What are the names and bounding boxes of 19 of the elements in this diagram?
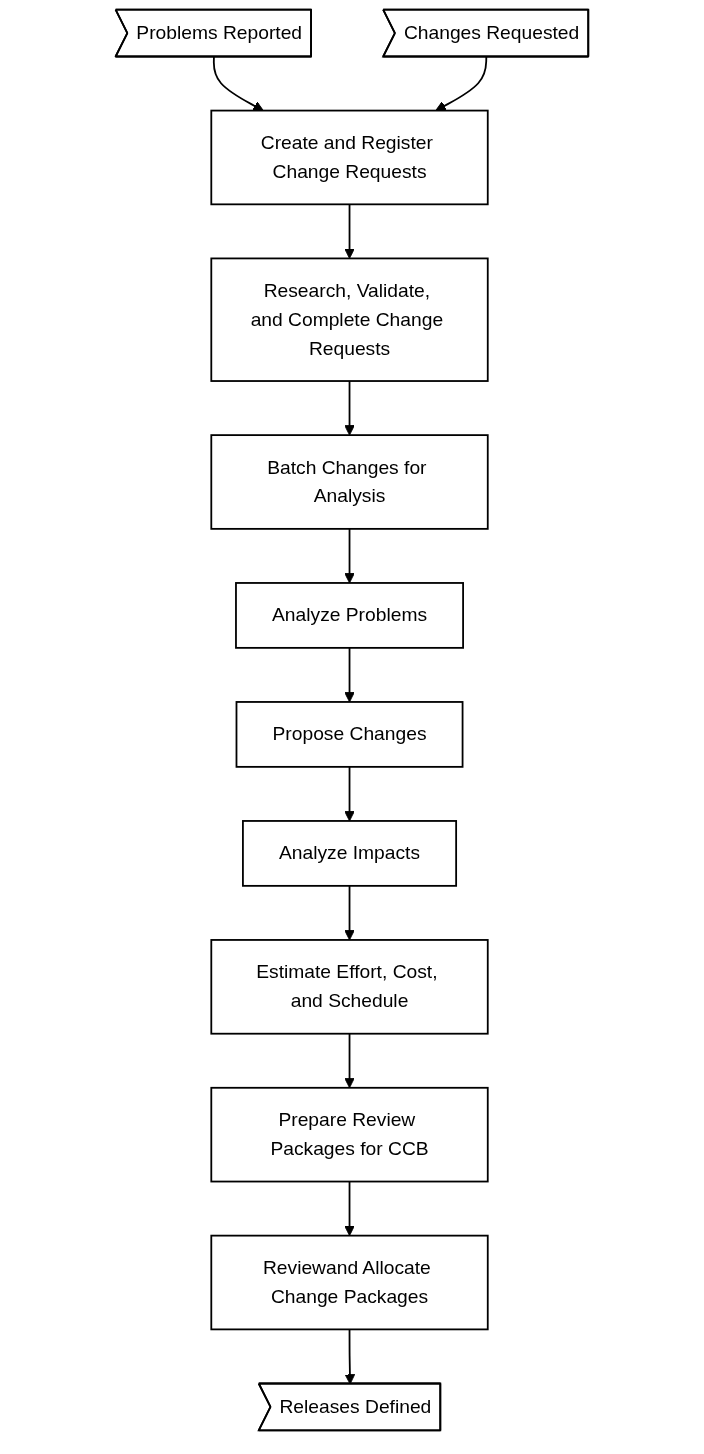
arrow (435, 56, 488, 112)
arrow (212, 56, 264, 112)
node-box: Prepare Review Packages for CCB (210, 1086, 489, 1183)
arrow (344, 380, 355, 436)
node-box: Estimate Effort, Cost, and Schedule (210, 939, 489, 1035)
arrow (344, 765, 355, 822)
arrow (344, 646, 355, 703)
arrow (344, 203, 355, 259)
arrow (344, 1032, 355, 1089)
node-box: Propose Changes (235, 701, 464, 768)
node-box: Research, Validate, and Complete Change Requests (210, 257, 489, 382)
node-box: Analyze Problems (235, 582, 465, 649)
arrow (344, 1180, 355, 1237)
node-box: Create and Register Change Requests (210, 109, 489, 206)
arrow (344, 884, 355, 941)
node-box: Batch Changes for Analysis (210, 434, 489, 530)
arrow (344, 527, 355, 584)
node-box: Reviewand Allocate Change Packages (210, 1234, 489, 1331)
node-box: Analyze Impacts (242, 820, 458, 887)
